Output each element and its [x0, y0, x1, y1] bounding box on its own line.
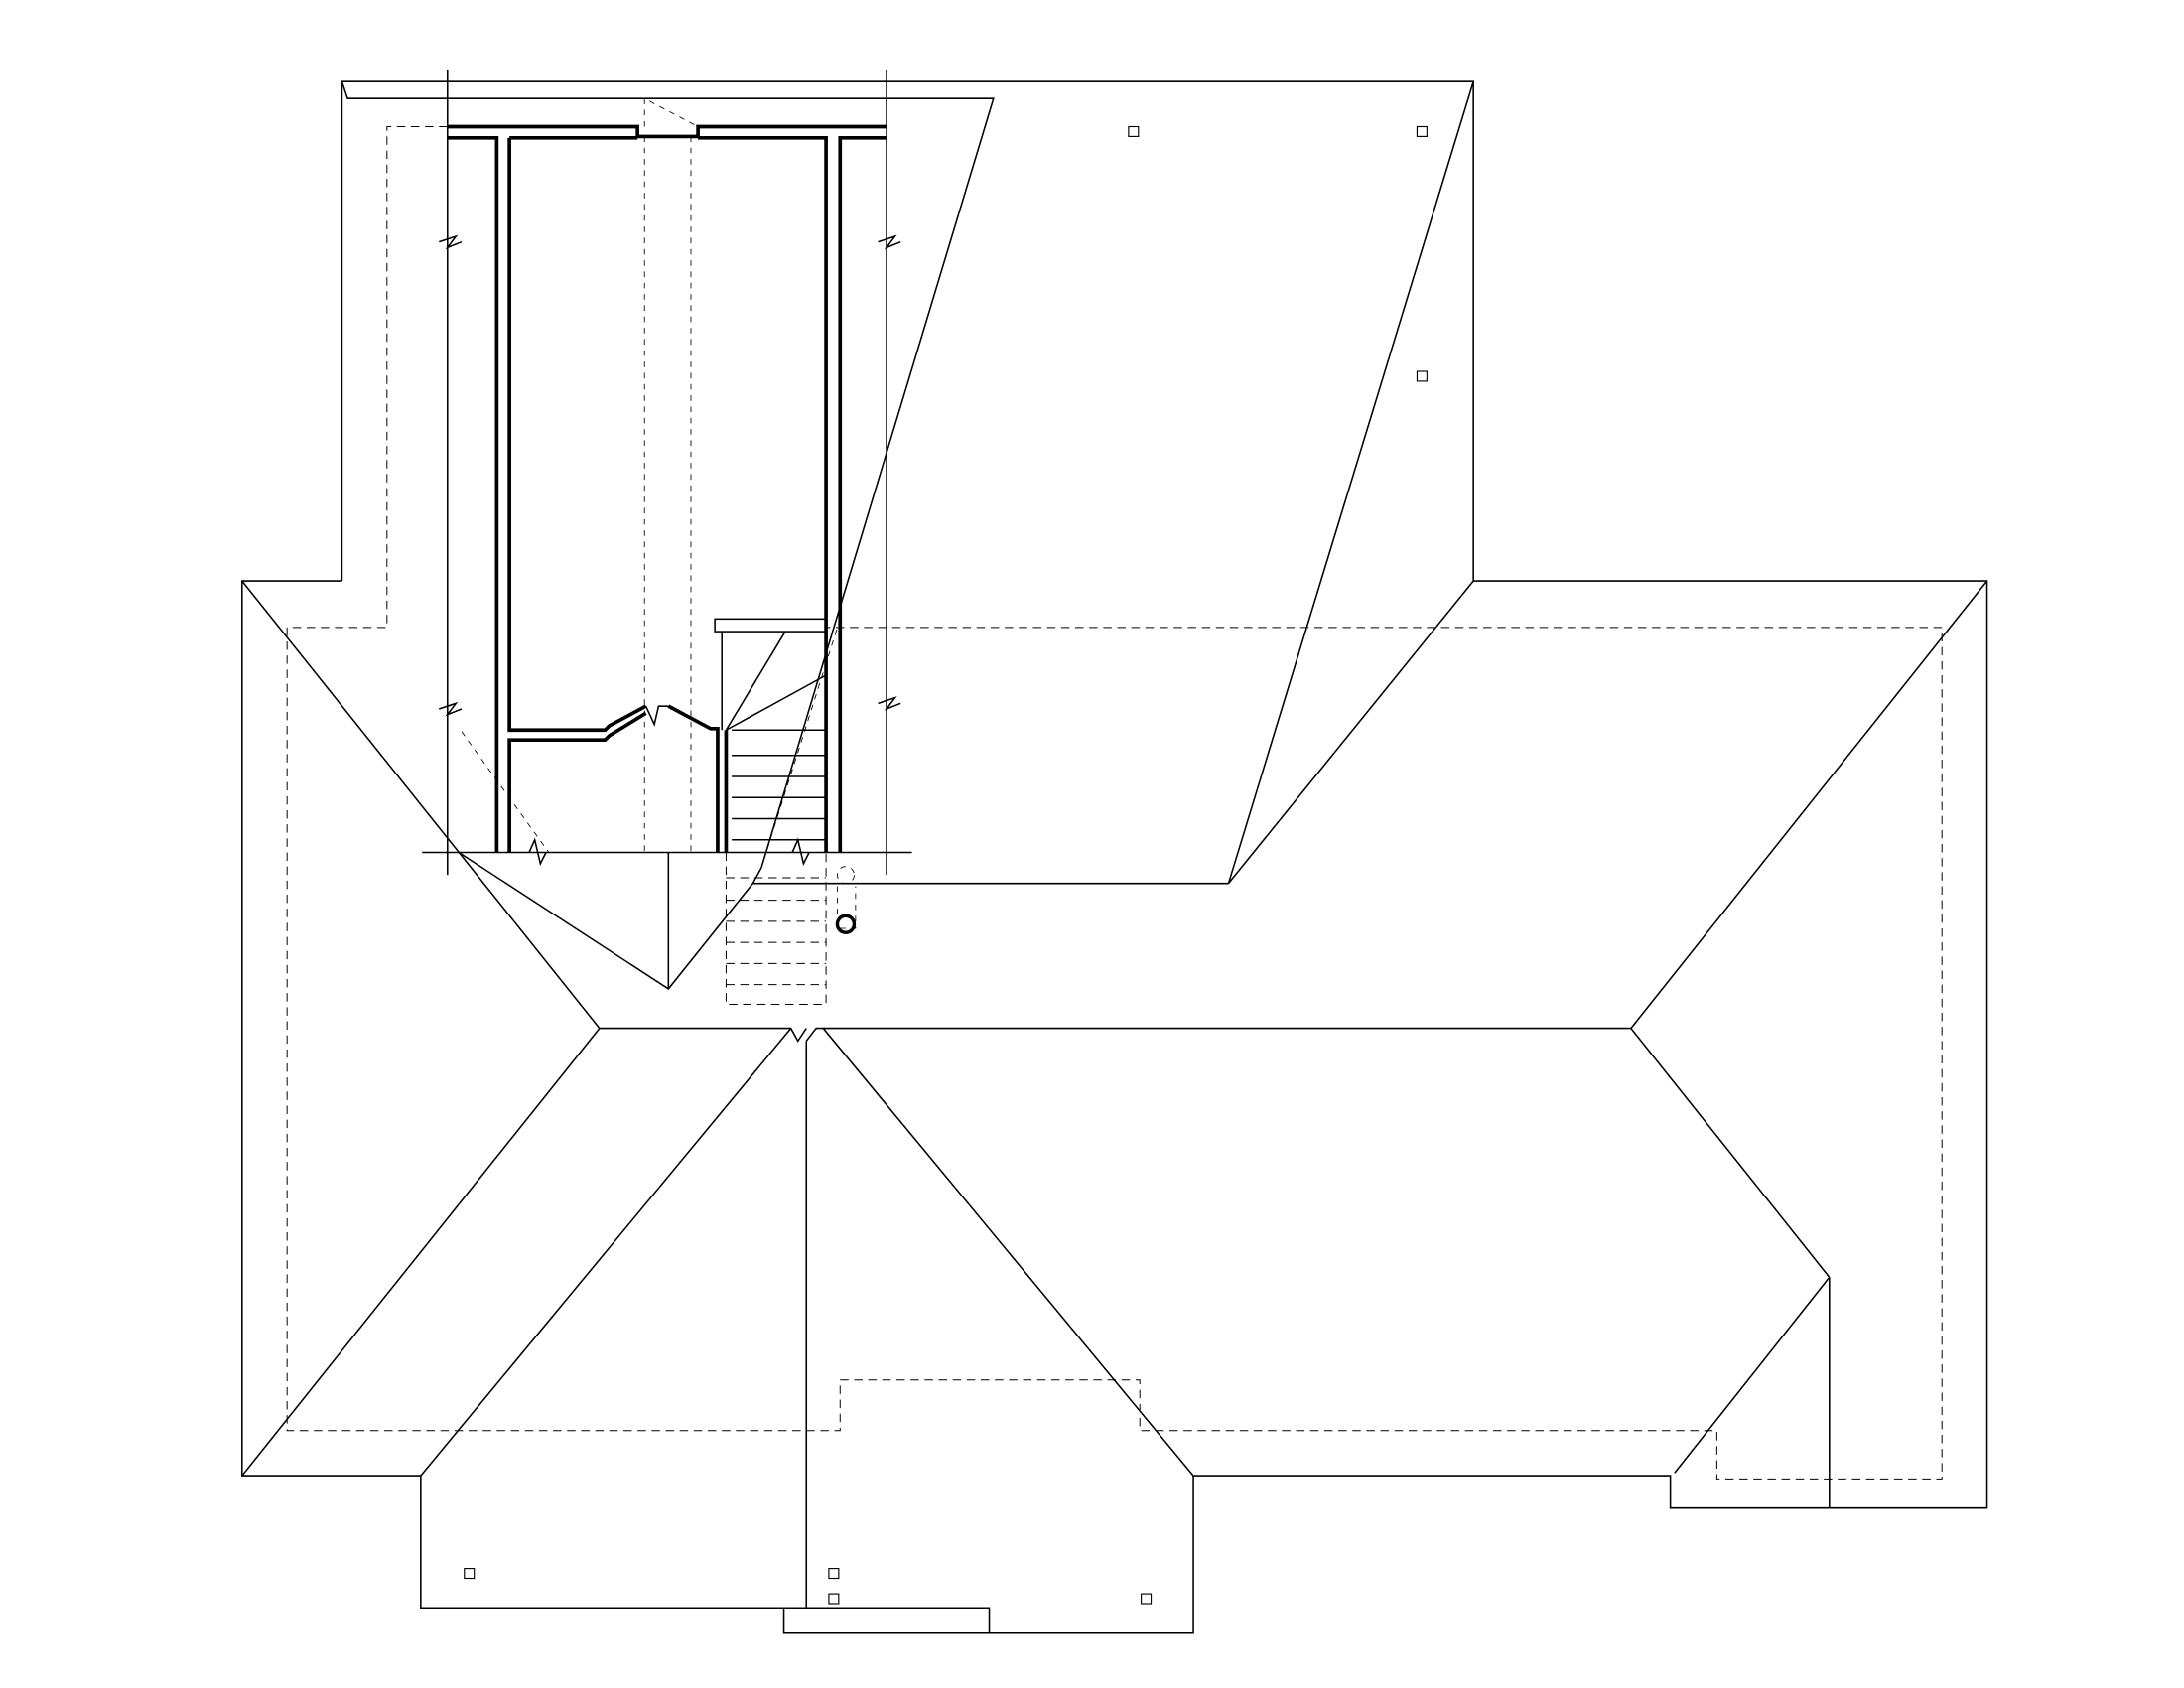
roof-outline: [241, 80, 1988, 1634]
walls: [422, 70, 912, 876]
downspout-dashed-icon: [837, 866, 855, 885]
break-marks: [439, 234, 901, 867]
downspout-icon: [835, 914, 857, 934]
stair: [714, 618, 827, 1005]
roof-vents: [464, 125, 1428, 1605]
hip-and-ridge-lines: [241, 80, 1988, 1609]
downspouts: [835, 866, 857, 934]
dashed-wall-lines: [286, 97, 1943, 1480]
